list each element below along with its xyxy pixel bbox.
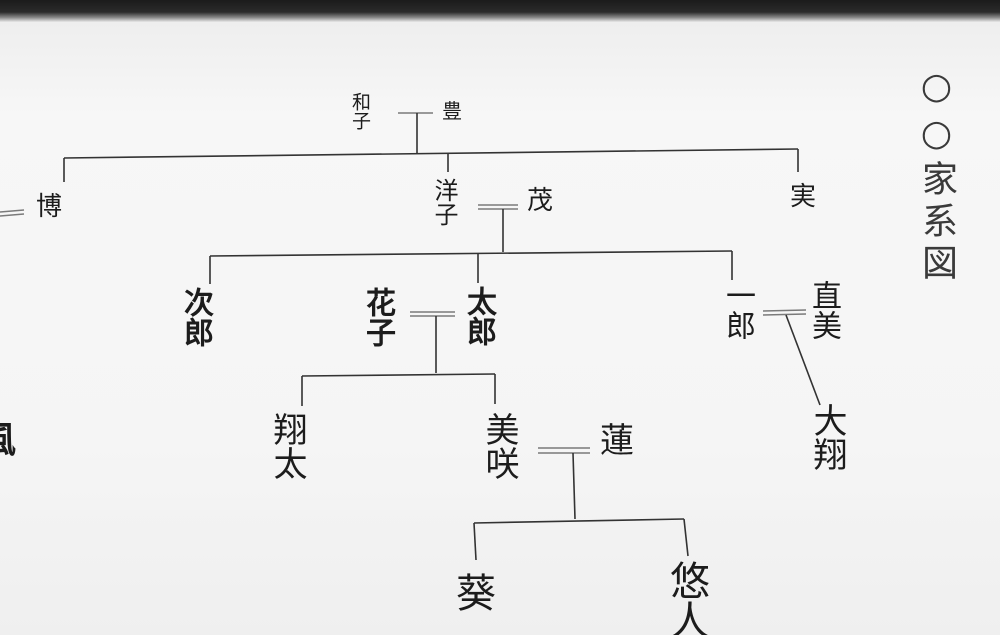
name-yoko: 洋子	[430, 178, 458, 226]
marriage-line-hiroshi	[0, 209, 25, 213]
name-minoru: 実	[790, 182, 817, 212]
descent-line-misaki	[572, 452, 576, 520]
name-naomi: 直美	[806, 280, 841, 340]
name-shigeru: 茂	[527, 186, 554, 216]
name-partial-left: 風	[0, 422, 16, 458]
marriage-line-ichiro-naomi	[762, 309, 807, 312]
page-title: ○○家系図	[916, 66, 957, 286]
generation2-bar	[209, 250, 733, 257]
name-misaki: 美咲	[479, 412, 519, 480]
generation3-bar	[301, 373, 496, 377]
drop-yuto	[683, 518, 689, 557]
name-taro: 太郎	[461, 286, 496, 346]
name-ichiro: 一郎	[720, 280, 755, 340]
drop-aoi	[473, 522, 477, 561]
generation1-bar	[63, 148, 799, 159]
name-kazuko: 和子	[349, 92, 371, 130]
descent-line-ichiro	[785, 314, 821, 406]
name-daisho: 大翔	[807, 403, 847, 471]
name-aoi: 葵	[449, 572, 495, 612]
name-hiroshi: 博	[36, 192, 63, 222]
name-yuto: 悠人	[663, 560, 709, 635]
name-ren: 蓮	[600, 421, 634, 461]
dark-top-edge	[0, 0, 1000, 22]
generation4-bar	[473, 518, 685, 524]
name-shota: 翔太	[267, 412, 307, 480]
name-hanako: 花子	[360, 287, 395, 347]
name-jiro: 次郎	[178, 287, 213, 347]
name-yutaka: 豊	[442, 99, 462, 123]
